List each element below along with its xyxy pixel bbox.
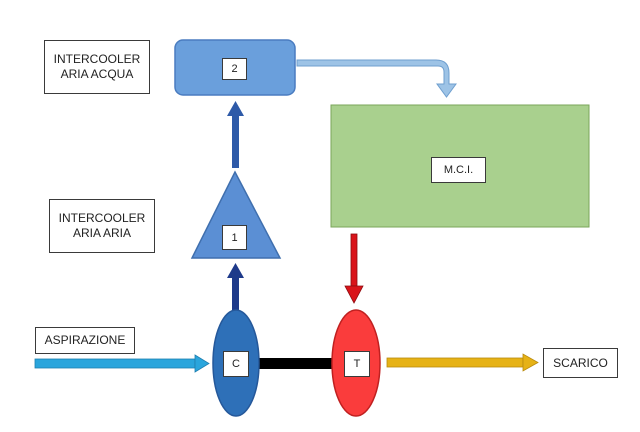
arrow-compressor-to-ic1 — [227, 263, 244, 312]
intercooler-water-label-line-2: ARIA ACQUA — [60, 67, 134, 81]
intercooler-air-label: INTERCOOLER ARIA ARIA — [49, 199, 155, 253]
stage-1-label: 1 — [222, 225, 247, 250]
intake-label: ASPIRAZIONE — [35, 327, 135, 354]
intercooler-air-label-line-1: INTERCOOLER — [58, 211, 146, 225]
intake-label-text: ASPIRAZIONE — [44, 333, 126, 347]
arrow-engine-to-turbine — [344, 233, 364, 304]
intercooler-air-label-line-2: ARIA ARIA — [72, 226, 132, 240]
turbine-label-text: T — [353, 358, 361, 370]
stage-2-label: 2 — [222, 58, 247, 80]
stage-1-label-text: 1 — [231, 231, 238, 244]
engine-label: M.C.I. — [431, 157, 486, 183]
compressor-label: C — [223, 351, 249, 377]
turbo-shaft — [252, 358, 342, 369]
exhaust-label-text: SCARICO — [553, 355, 608, 370]
engine-label-text: M.C.I. — [443, 164, 474, 176]
intake-arrow — [34, 354, 210, 373]
intercooler-1-block — [190, 170, 282, 259]
intercooler-water-label: INTERCOOLER ARIA ACQUA — [44, 40, 150, 94]
exhaust-arrow — [386, 353, 539, 372]
arrow-ic2-to-engine — [296, 59, 457, 98]
intercooler-water-label-line-1: INTERCOOLER — [53, 52, 141, 66]
exhaust-label: SCARICO — [543, 348, 618, 378]
turbine-label: T — [344, 351, 370, 377]
stage-2-label-text: 2 — [231, 63, 238, 75]
compressor-label-text: C — [232, 358, 240, 370]
arrow-ic1-to-ic2 — [227, 101, 244, 168]
